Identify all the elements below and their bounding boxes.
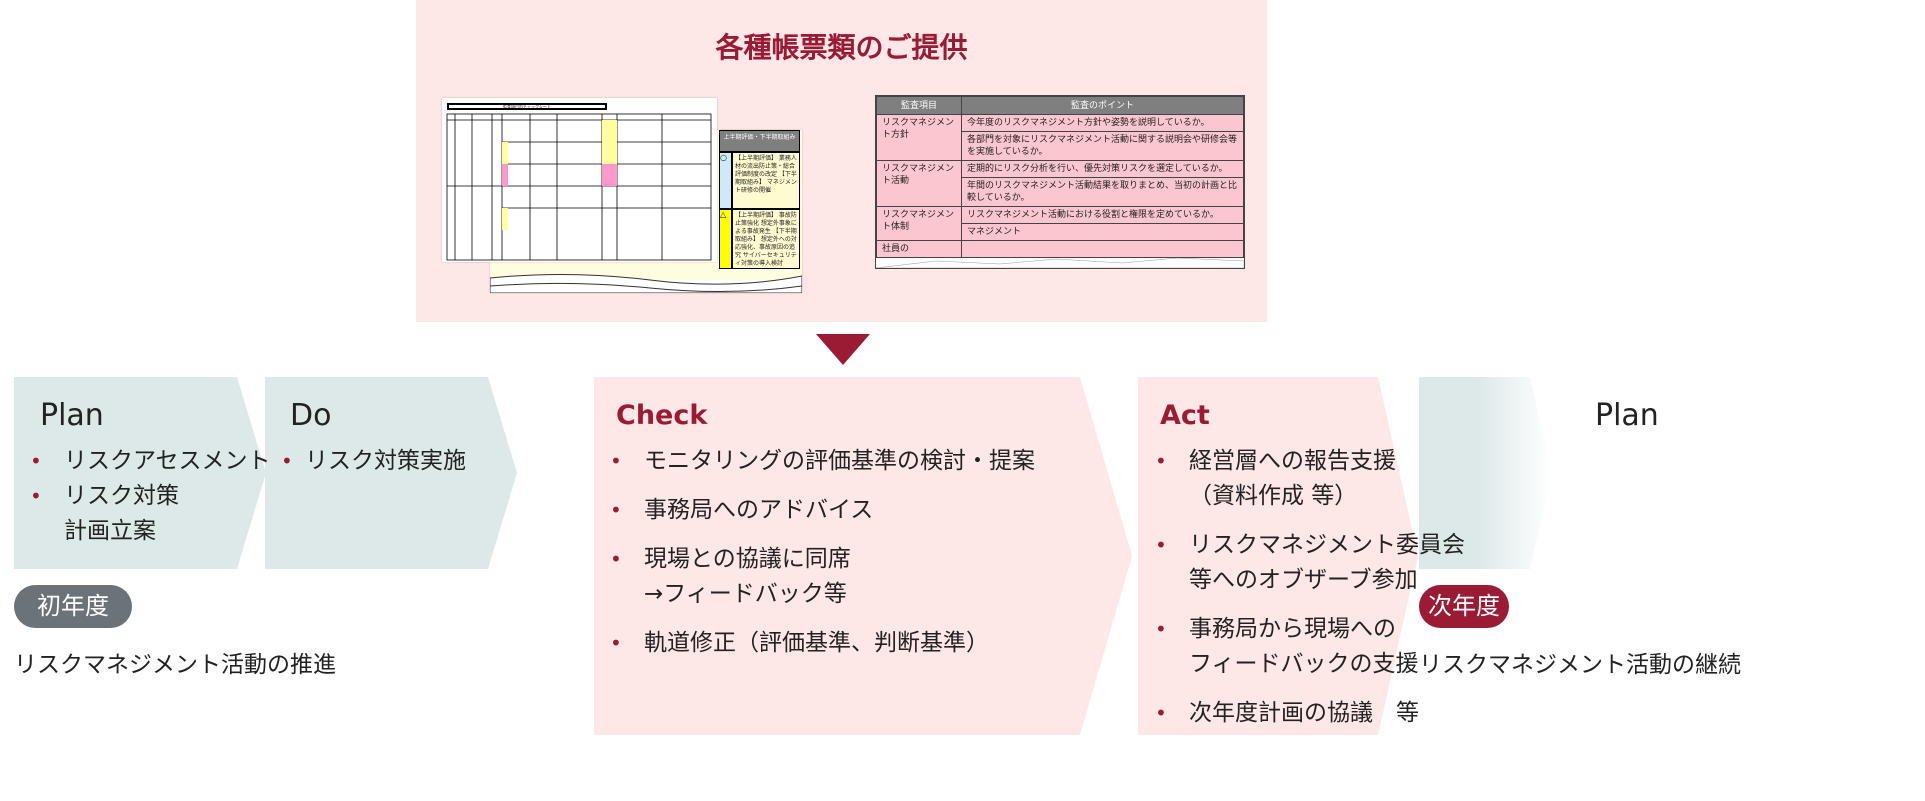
stage-label: Plan <box>40 398 104 433</box>
panel-title: 各種帳票類のご提供 <box>715 31 968 64</box>
list-item: リスク対策実施 <box>281 444 466 479</box>
audit-item: リスクマネジメント方針 <box>876 114 962 161</box>
audit-point: 各部門を対象にリスクマネジメント活動に関する説明会や研修会等を実施しているか。 <box>961 131 1244 161</box>
audit-point: リスクマネジメント活動における役割と権限を定めているか。 <box>961 206 1244 224</box>
side-text: 【上半期評価】 事故防止策強化 想定外事象による事故発生 【下半期取組み】 想定… <box>732 209 800 269</box>
phase-caption: リスクマネジメント活動の推進 <box>14 652 336 678</box>
phase-caption: リスクマネジメント活動の継続 <box>1419 652 1741 678</box>
col-header: 監査項目 <box>876 96 962 115</box>
stage-label: Plan <box>1595 398 1659 433</box>
arrow-down-icon <box>816 334 870 365</box>
do-list: リスク対策実施 <box>281 444 466 479</box>
front-sheet: 監査項目別チェックシート <box>442 98 717 262</box>
audit-item: リスクマネジメント活動 <box>876 160 962 207</box>
list-item: 次年度計画の協議 等 <box>1155 696 1465 731</box>
stage-label: Do <box>290 398 332 433</box>
list-item: 軌道修正（評価基準、判断基準） <box>610 626 1035 661</box>
audit-point <box>961 240 1244 258</box>
audit-item: 社員の <box>876 240 962 258</box>
list-item: 事務局へのアドバイス <box>610 493 1035 528</box>
list-item: リスクアセスメント <box>30 444 271 479</box>
side-mark: △ <box>719 209 732 269</box>
list-item: 現場との協議に同席 →フィードバック等 <box>610 542 1035 612</box>
phase-badge-next: 次年度 <box>1419 585 1509 628</box>
audit-item: リスクマネジメント体制 <box>876 206 962 241</box>
list-item: 経営層への報告支援 （資料作成 等） <box>1155 444 1465 514</box>
sheet-title: 監査項目別チェックシート <box>447 103 607 110</box>
stage-label: Act <box>1160 400 1210 431</box>
torn-edge <box>876 258 1244 268</box>
stage-label: Check <box>616 400 708 431</box>
plan-list: リスクアセスメント リスク対策 計画立案 <box>30 444 271 549</box>
audit-table-thumb: 監査項目監査のポイント リスクマネジメント方針今年度のリスクマネジメント方針や姿… <box>875 95 1245 269</box>
col-header: 監査のポイント <box>961 96 1244 115</box>
act-list: 経営層への報告支援 （資料作成 等） リスクマネジメント委員会 等へのオブザーブ… <box>1155 444 1465 745</box>
list-item: リスク対策 計画立案 <box>30 479 271 549</box>
list-item: 事務局から現場への フィードバックの支援 <box>1155 612 1465 682</box>
side-text: 【上半期評価】 業務人材の流出防止策・総合評価制度の改定 【下半期取組み】 マネ… <box>732 152 800 209</box>
side-header: 上半期評価・下半期取組み <box>719 130 800 152</box>
list-item: リスクマネジメント委員会 等へのオブザーブ参加 <box>1155 528 1465 598</box>
audit-point: マネジメント <box>961 223 1244 241</box>
audit-point: 定期的にリスク分析を行い、優先対策リスクを選定しているか。 <box>961 160 1244 178</box>
side-mark: ○ <box>719 152 732 209</box>
audit-point: 年間のリスクマネジメント活動結果を取りまとめ、当初の計画と比較しているか。 <box>961 177 1244 207</box>
phase-badge-first: 初年度 <box>14 585 132 628</box>
check-list: モニタリングの評価基準の検討・提案 事務局へのアドバイス 現場との協議に同席 →… <box>610 444 1035 675</box>
list-item: モニタリングの評価基準の検討・提案 <box>610 444 1035 479</box>
audit-point: 今年度のリスクマネジメント方針や姿勢を説明しているか。 <box>961 114 1244 132</box>
